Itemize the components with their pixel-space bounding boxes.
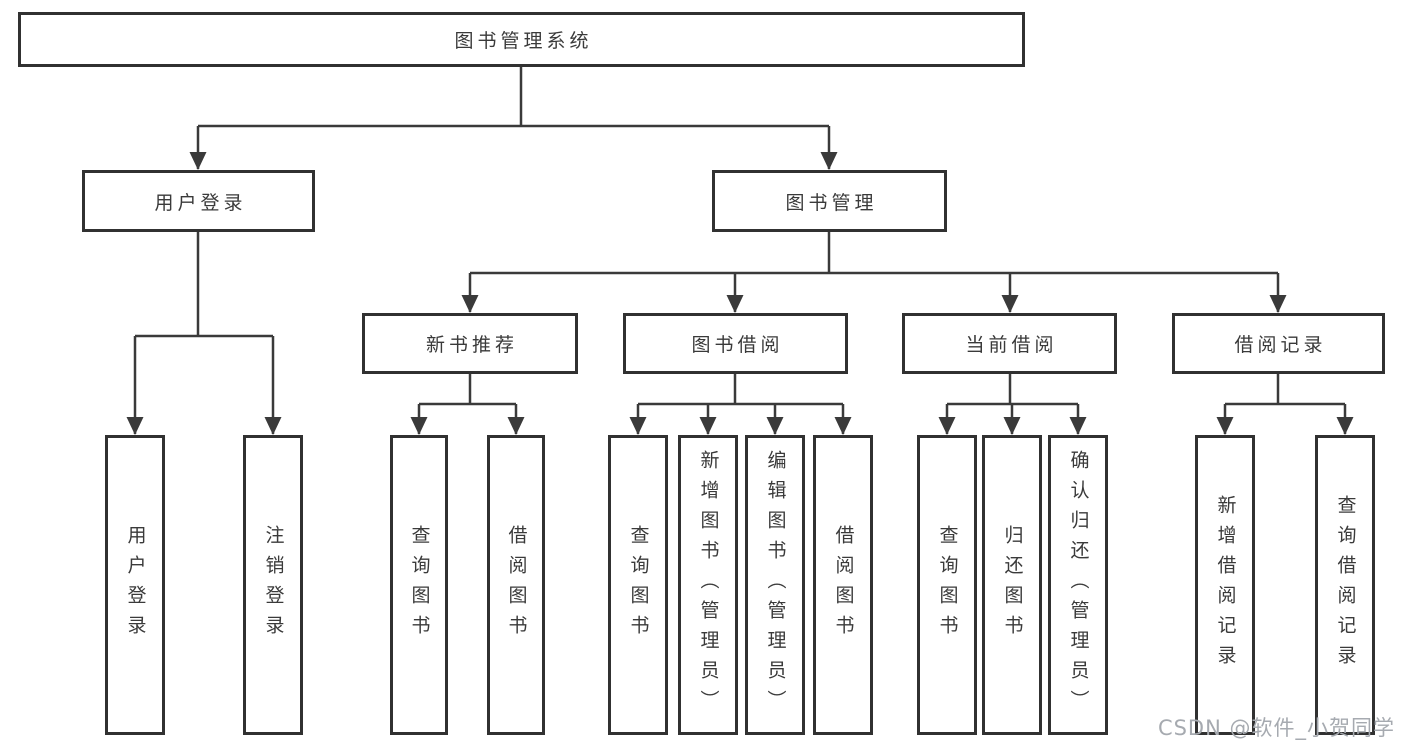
leaf-current-confirm-return-admin-label: 确认归还（管理员） [1067, 450, 1090, 720]
leaf-newbook-query-books-label: 查询图书 [408, 525, 431, 645]
node-current-borrowing: 当前借阅 [902, 313, 1117, 374]
node-borrowing-records-label: 借阅记录 [1234, 334, 1327, 356]
node-borrowing-records: 借阅记录 [1172, 313, 1385, 374]
leaf-borrowing-add-books-admin: 新增图书（管理员） [678, 435, 738, 735]
leaf-borrowing-borrow-books: 借阅图书 [813, 435, 873, 735]
node-book-management: 图书管理 [712, 170, 947, 232]
node-user-login: 用户登录 [82, 170, 315, 232]
leaf-user-login: 用户登录 [105, 435, 165, 735]
leaf-logout: 注销登录 [243, 435, 303, 735]
leaf-current-confirm-return-admin: 确认归还（管理员） [1048, 435, 1108, 735]
leaf-current-return-books: 归还图书 [982, 435, 1042, 735]
leaf-user-login-label: 用户登录 [124, 525, 147, 645]
leaf-borrowing-add-books-admin-label: 新增图书（管理员） [697, 450, 720, 720]
node-new-book-recommend: 新书推荐 [362, 313, 578, 374]
node-new-book-recommend-label: 新书推荐 [425, 334, 518, 356]
leaf-borrowing-query-books-label: 查询图书 [627, 525, 650, 645]
leaf-newbook-borrow-books-label: 借阅图书 [505, 525, 528, 645]
leaf-records-add-record: 新增借阅记录 [1195, 435, 1255, 735]
node-book-borrowing: 图书借阅 [623, 313, 848, 374]
node-root-system: 图书管理系统 [18, 12, 1025, 67]
leaf-borrowing-edit-books-admin-label: 编辑图书（管理员） [764, 450, 787, 720]
leaf-records-query-record-label: 查询借阅记录 [1334, 495, 1357, 675]
node-book-borrowing-label: 图书借阅 [691, 334, 784, 356]
node-user-login-label: 用户登录 [154, 191, 247, 214]
leaf-newbook-query-books: 查询图书 [390, 435, 448, 735]
leaf-newbook-borrow-books: 借阅图书 [487, 435, 545, 735]
node-root-system-label: 图书管理系统 [454, 30, 593, 52]
leaf-borrowing-borrow-books-label: 借阅图书 [832, 525, 855, 645]
csdn-watermark: CSDN @软件_小贺同学 [1157, 716, 1395, 740]
leaf-logout-label: 注销登录 [262, 525, 285, 645]
leaf-records-query-record: 查询借阅记录 [1315, 435, 1375, 735]
leaf-current-query-books-label: 查询图书 [936, 525, 959, 645]
node-book-management-label: 图书管理 [785, 191, 878, 214]
leaf-borrowing-edit-books-admin: 编辑图书（管理员） [745, 435, 805, 735]
leaf-borrowing-query-books: 查询图书 [608, 435, 668, 735]
node-current-borrowing-label: 当前借阅 [965, 334, 1058, 356]
leaf-current-return-books-label: 归还图书 [1001, 525, 1024, 645]
leaf-current-query-books: 查询图书 [917, 435, 977, 735]
leaf-records-add-record-label: 新增借阅记录 [1214, 495, 1237, 675]
